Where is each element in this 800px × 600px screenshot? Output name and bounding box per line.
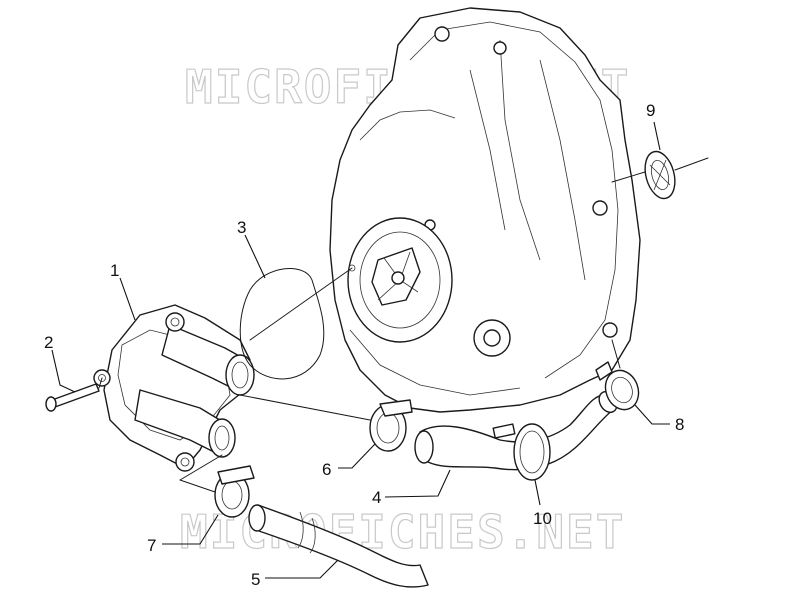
o-ring-gasket <box>239 268 325 380</box>
spring-clamp-right <box>595 361 640 411</box>
engine-side-cover <box>329 7 641 413</box>
spring-clamp-middle <box>369 399 413 452</box>
callout-10: 10 <box>533 509 552 528</box>
callout-2: 2 <box>44 333 53 352</box>
spring-clamp-left <box>214 465 255 518</box>
callout-3: 3 <box>237 218 246 237</box>
callout-8: 8 <box>675 415 684 434</box>
assembly-lines <box>98 157 709 493</box>
callout-labels: 1 2 3 4 5 6 7 8 9 10 <box>44 101 684 589</box>
seal-ring <box>644 150 676 200</box>
watermark-bottom: MICROFICHES.NET <box>180 505 625 559</box>
callout-1: 1 <box>110 261 119 280</box>
callout-7: 7 <box>147 536 156 555</box>
screw <box>45 383 100 412</box>
callout-9: 9 <box>646 101 655 120</box>
water-pump-cover <box>93 304 255 472</box>
callout-4: 4 <box>372 488 381 507</box>
leader-lines <box>51 121 670 579</box>
callout-5: 5 <box>251 570 260 589</box>
water-hose-long <box>248 504 429 588</box>
pump-impeller <box>371 247 421 306</box>
callout-6: 6 <box>322 460 331 479</box>
worm-drive-clamp <box>492 423 551 481</box>
